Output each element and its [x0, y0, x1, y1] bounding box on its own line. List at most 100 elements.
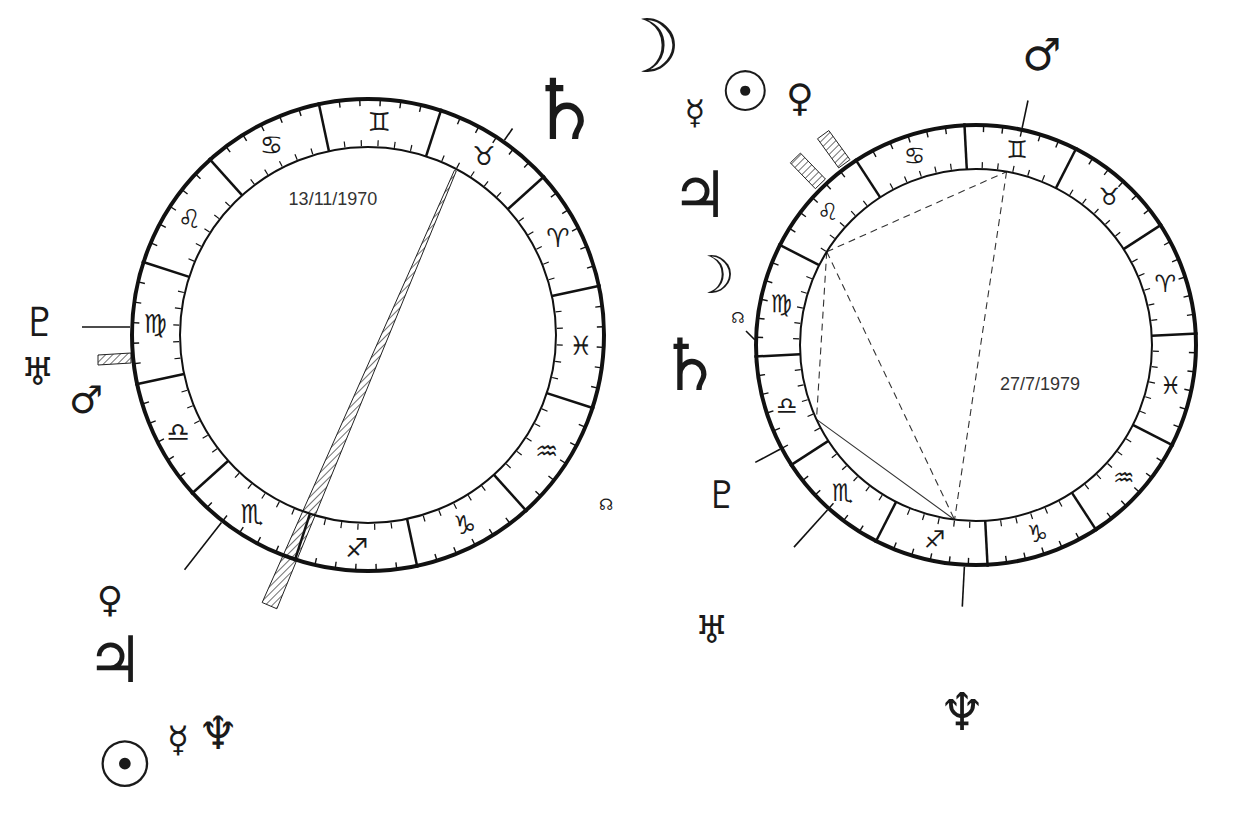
tick-mark — [808, 414, 814, 416]
tick-mark — [506, 464, 510, 468]
zodiac-sign: ♐ — [345, 535, 368, 561]
tick-mark — [1148, 304, 1154, 305]
tick-mark — [950, 164, 952, 170]
tick-mark — [552, 378, 558, 379]
tick-mark — [1140, 411, 1146, 413]
zodiac-sign: ♊ — [367, 109, 390, 135]
leader-line — [82, 326, 130, 328]
wheel-outline — [130, 97, 606, 573]
aspect-line — [955, 172, 1007, 520]
wheel-outline — [754, 123, 1198, 567]
tick-mark — [1132, 259, 1137, 262]
aspect-line — [816, 252, 826, 420]
tick-mark — [790, 441, 829, 466]
tick-mark — [135, 374, 184, 384]
zodiac-sign: ♈ — [1154, 272, 1176, 296]
tick-mark — [904, 177, 906, 183]
tick-mark — [890, 183, 893, 188]
tick-mark — [985, 521, 987, 567]
tick-mark — [997, 163, 999, 169]
tick-mark — [390, 523, 392, 529]
tick-mark — [279, 161, 282, 166]
tick-mark — [863, 201, 867, 206]
tick-mark — [801, 291, 807, 293]
tick-mark — [1031, 513, 1033, 519]
planet-glyph: ☉ — [720, 64, 770, 120]
tick-mark — [178, 291, 184, 292]
tick-mark — [935, 167, 936, 173]
planet-glyph: ♀ — [786, 79, 814, 117]
tick-mark — [494, 475, 527, 512]
tick-mark — [508, 176, 545, 209]
planet-glyph: ♅ — [21, 353, 55, 391]
zodiac-sign: ♐ — [924, 528, 946, 552]
tick-mark — [1013, 166, 1014, 172]
tick-mark — [969, 522, 970, 528]
tick-mark — [497, 192, 501, 196]
tick-mark — [1139, 273, 1145, 275]
tick-mark — [1126, 439, 1131, 442]
hatched-axis — [98, 353, 131, 365]
tick-mark — [806, 276, 812, 278]
tick-mark — [1108, 463, 1112, 467]
zodiac-sign: ♈ — [546, 225, 569, 251]
tick-mark — [194, 421, 199, 424]
tick-mark — [439, 510, 441, 516]
tick-mark — [1153, 351, 1159, 352]
tick-mark — [189, 259, 195, 261]
tick-mark — [251, 179, 255, 184]
tick-mark — [1124, 224, 1163, 249]
tick-mark — [854, 477, 858, 481]
hatched-axis — [790, 153, 825, 189]
tick-mark — [265, 170, 268, 175]
tick-mark — [394, 142, 396, 148]
leader-line — [505, 129, 513, 140]
tick-mark — [212, 449, 217, 453]
wheel-ticks — [754, 123, 1197, 566]
tick-mark — [922, 514, 924, 520]
tick-mark — [292, 509, 294, 515]
tick-mark — [1133, 425, 1174, 446]
leader-line — [746, 331, 755, 340]
zodiac-sign: ♓ — [1160, 374, 1182, 398]
tick-mark — [361, 140, 362, 146]
planet-glyph: ♅ — [695, 611, 729, 649]
tick-mark — [879, 495, 882, 500]
tick-mark — [1151, 319, 1157, 321]
tick-mark — [340, 522, 342, 528]
planet-glyph: ♇ — [705, 476, 739, 514]
tick-mark — [821, 248, 826, 251]
tick-mark — [442, 156, 444, 162]
tick-mark — [484, 181, 488, 186]
tick-mark — [1097, 474, 1101, 478]
tick-mark — [842, 466, 846, 470]
tick-mark — [311, 149, 313, 155]
zodiac-sign: ♉ — [1098, 185, 1120, 209]
planet-glyph: ☊ — [599, 497, 613, 513]
tick-mark — [542, 409, 548, 411]
planet-glyph: ☽ — [689, 249, 736, 301]
tick-mark — [535, 424, 540, 427]
chart-wheel: 27/7/1979 — [754, 123, 1198, 567]
tick-mark — [262, 494, 265, 499]
tick-mark — [1070, 190, 1073, 195]
tick-mark — [482, 486, 486, 491]
zodiac-sign: ♒ — [535, 438, 558, 464]
tick-mark — [851, 211, 855, 215]
tick-mark — [1016, 517, 1017, 523]
tick-mark — [1094, 209, 1098, 213]
tick-mark — [814, 428, 819, 431]
tick-mark — [191, 461, 228, 494]
tick-mark — [407, 519, 417, 568]
tick-mark — [557, 344, 563, 346]
zodiac-sign: ♍ — [771, 292, 793, 316]
tick-mark — [907, 509, 909, 515]
tick-mark — [468, 495, 471, 500]
zodiac-sign: ♉ — [472, 143, 495, 169]
tick-mark — [982, 162, 983, 168]
tick-mark — [324, 519, 325, 525]
tick-mark — [175, 307, 181, 309]
leader-line — [755, 449, 780, 462]
planet-glyph: ♆ — [197, 710, 238, 756]
